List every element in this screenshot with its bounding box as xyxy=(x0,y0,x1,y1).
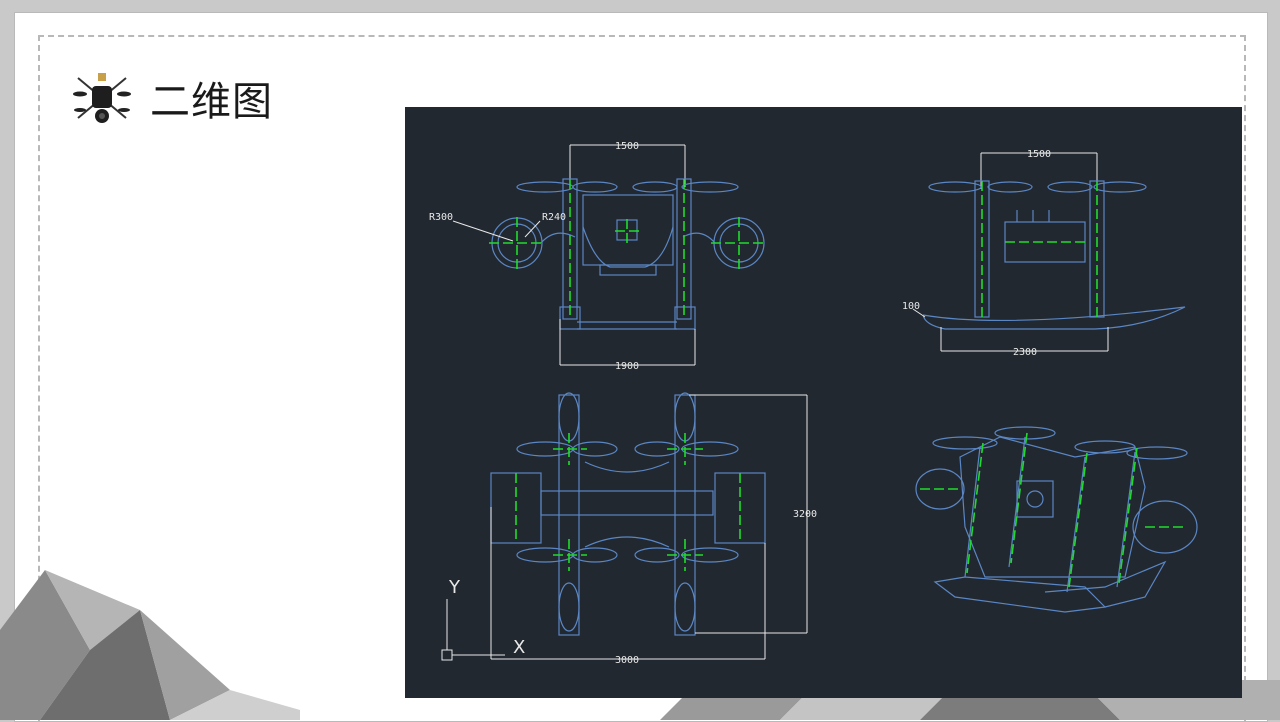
top-dim-width: 3000 xyxy=(615,655,639,666)
cad-drawing: 1500 1900 R300 R240 1500 2300 100 3000 3… xyxy=(429,141,1198,666)
dashed-border xyxy=(38,35,1246,722)
side-view xyxy=(912,152,1186,352)
side-dim-bottom: 2300 xyxy=(1013,347,1037,358)
ucs-x-label: X xyxy=(513,637,525,658)
isometric-view xyxy=(915,426,1198,613)
ucs-y-label: Y xyxy=(448,577,461,598)
front-view xyxy=(452,144,765,366)
page-title: 二维图 xyxy=(150,79,273,125)
decorative-polygons-left xyxy=(0,570,300,720)
ucs-icon xyxy=(441,599,505,661)
front-dim-bottom: 1900 xyxy=(615,361,639,372)
front-radius-inner: R240 xyxy=(542,212,566,223)
side-dim-left: 100 xyxy=(902,301,920,312)
top-dim-height: 3200 xyxy=(793,509,817,520)
front-radius-outer: R300 xyxy=(429,212,453,223)
drone-icon xyxy=(73,73,131,123)
side-dim-top: 1500 xyxy=(1027,149,1051,160)
centerlines xyxy=(489,179,1185,588)
cad-drawing-panel: 1500 1900 R300 R240 1500 2300 100 3000 3… xyxy=(405,107,1242,698)
slide-header: 二维图 xyxy=(72,66,273,130)
front-dim-top: 1500 xyxy=(615,141,639,152)
top-view xyxy=(490,392,808,660)
